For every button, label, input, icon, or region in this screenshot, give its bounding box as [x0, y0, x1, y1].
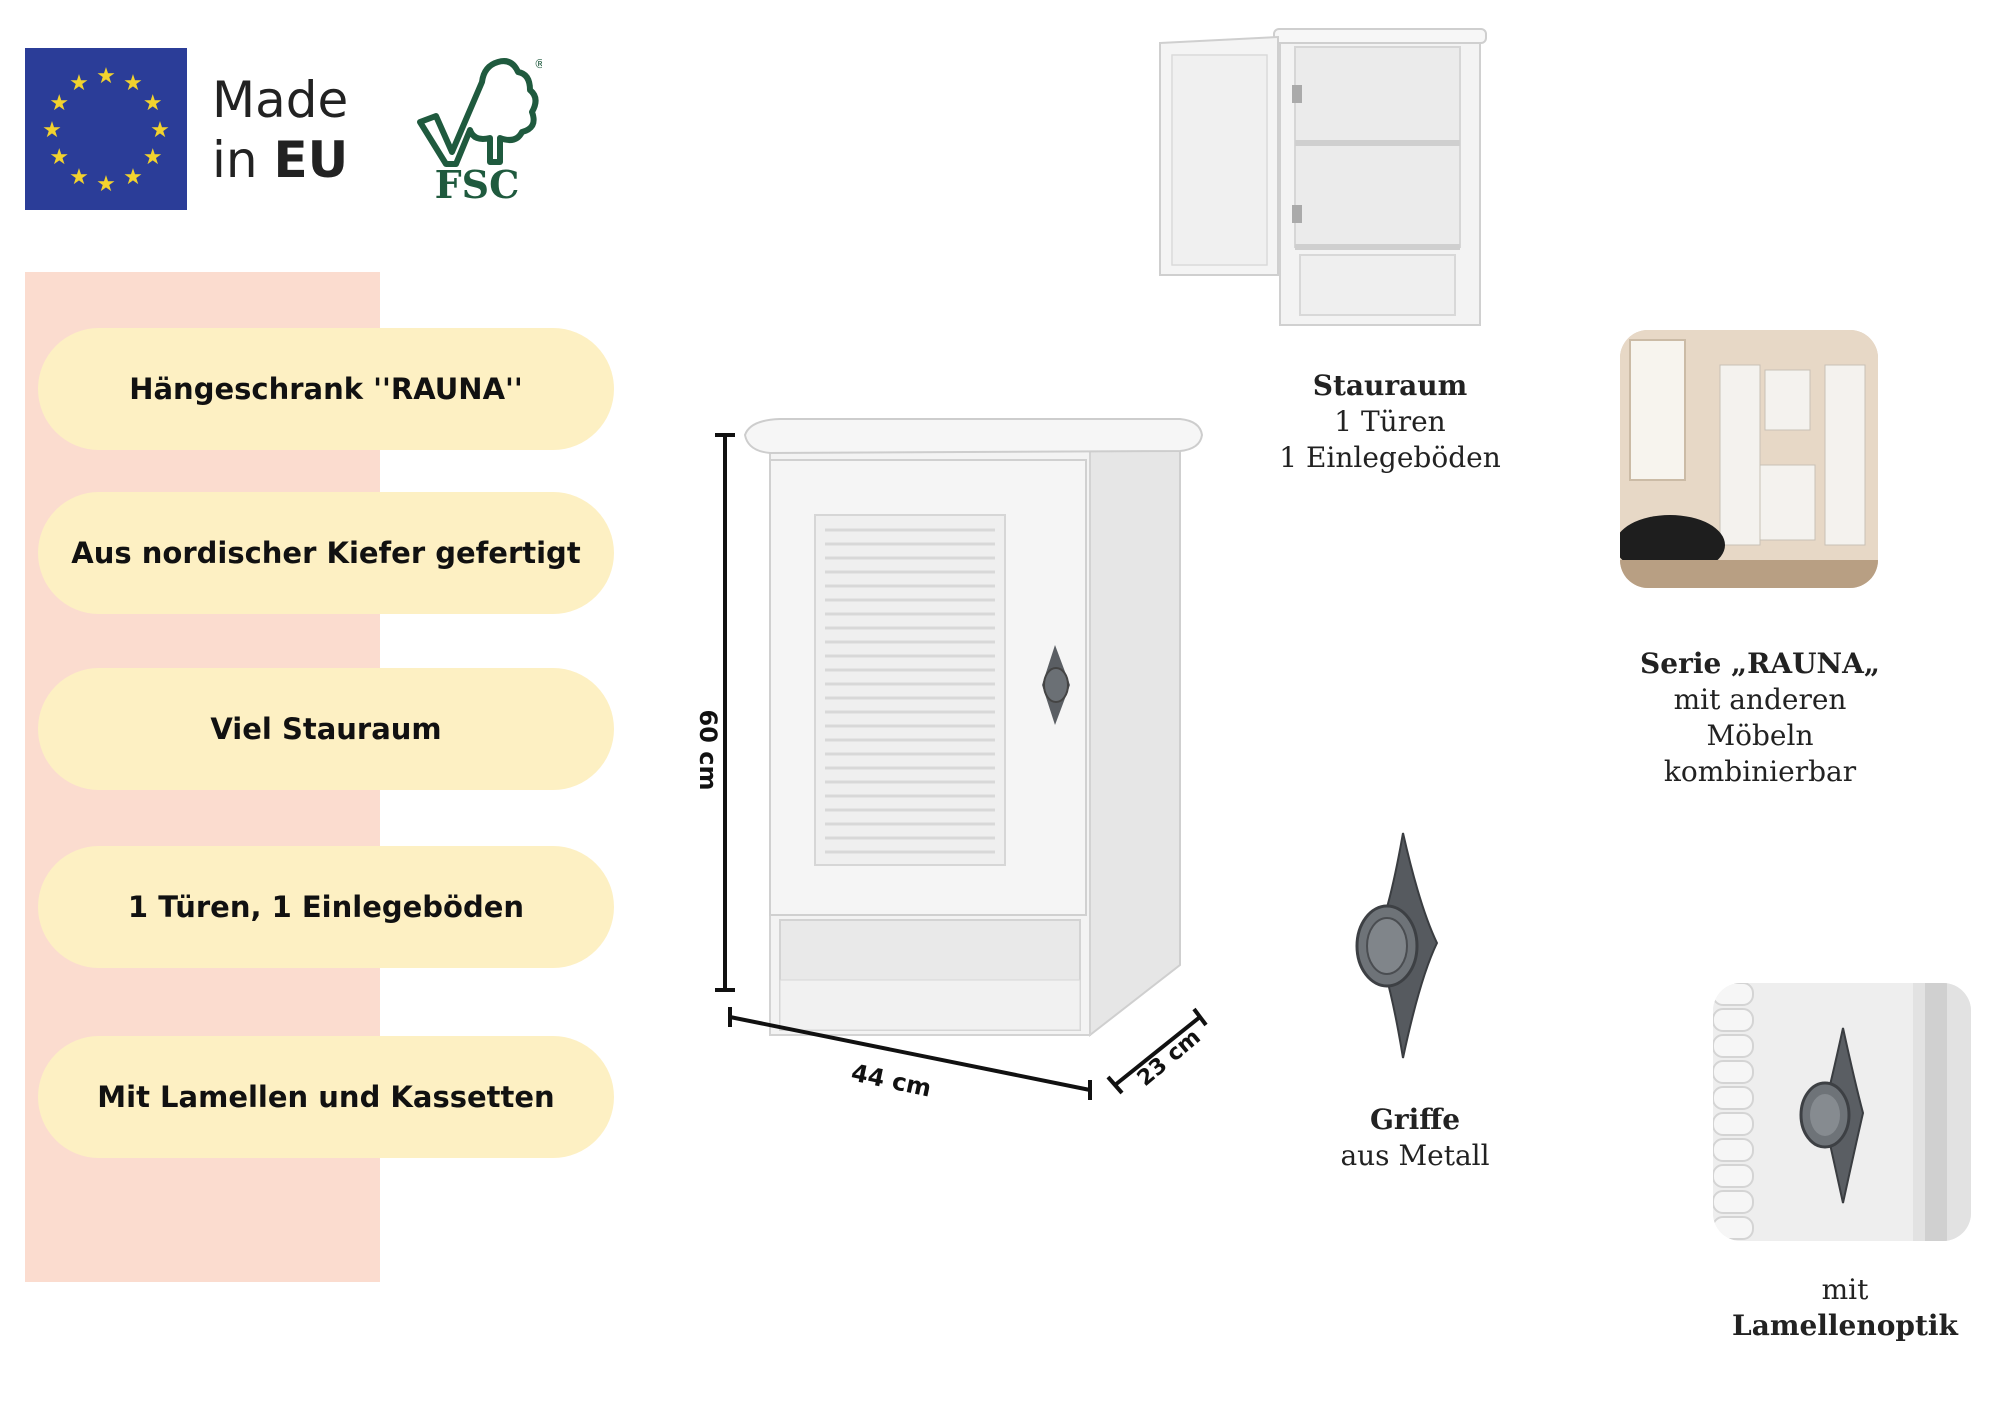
feature-pill-material: Aus nordischer Kiefer gefertigt — [38, 492, 614, 614]
cabinet-illustration: 60 cm 44 cm 23 cm — [694, 418, 1208, 1103]
louver-ridge — [1713, 1008, 1754, 1032]
dimension-depth: 23 cm — [1133, 1025, 1206, 1092]
louver-ridge — [1713, 1190, 1754, 1214]
louver-ridge — [1713, 1216, 1754, 1240]
open-cabinet-image — [1159, 28, 1487, 326]
fsc-registered-mark: ® — [534, 57, 542, 71]
eu-star-icon: ★ — [123, 71, 143, 96]
louver-ridge — [1713, 1086, 1754, 1110]
fsc-tree-icon: ® FSC — [412, 52, 546, 207]
door-handle-icon — [1042, 645, 1070, 725]
eu-star-icon: ★ — [143, 145, 163, 170]
louver-ridge — [1713, 1034, 1754, 1058]
storage-caption-title: Stauraum — [1312, 369, 1468, 402]
metal-handle-image — [1355, 832, 1439, 1059]
louver-closeup-photo — [1713, 983, 1971, 1241]
feature-pill-title: Hängeschrank ''RAUNA'' — [38, 328, 614, 450]
eu-star-icon: ★ — [69, 71, 89, 96]
series-caption-title: Serie „RAUNA„ — [1640, 647, 1880, 680]
eu-star-icon: ★ — [123, 165, 143, 190]
feature-pill-louvers: Mit Lamellen und Kassetten — [38, 1036, 614, 1158]
feature-pill-doors-shelves: 1 Türen, 1 Einlegeböden — [38, 846, 614, 968]
storage-caption: Stauraum 1 Türen 1 Einlegeböden — [1240, 368, 1540, 476]
eu-star-icon: ★ — [143, 91, 163, 116]
handle-caption-title: Griffe — [1369, 1103, 1461, 1136]
made-in-line2-prefix: in — [212, 131, 274, 189]
louver-caption-line1: mit — [1821, 1273, 1869, 1306]
louver-ridge — [1713, 1138, 1754, 1162]
series-room-photo — [1620, 330, 1878, 588]
eu-star-icon: ★ — [42, 118, 62, 143]
storage-caption-line2: 1 Einlegeböden — [1279, 441, 1501, 474]
dimension-height: 60 cm — [694, 710, 722, 791]
eu-star-icon: ★ — [49, 91, 69, 116]
series-caption: Serie „RAUNA„ mit anderen Möbeln kombini… — [1590, 646, 1930, 790]
series-caption-line2: Möbeln — [1706, 719, 1814, 752]
louver-ridge — [1713, 1164, 1754, 1188]
handle-caption: Griffe aus Metall — [1270, 1102, 1560, 1174]
series-caption-line3: kombinierbar — [1663, 755, 1857, 788]
eu-star-icon: ★ — [150, 118, 170, 143]
louver-caption-title: Lamellenoptik — [1732, 1309, 1958, 1342]
made-in-line2-bold: EU — [273, 131, 349, 189]
handle-caption-line1: aus Metall — [1340, 1139, 1490, 1172]
eu-star-icon: ★ — [49, 145, 69, 170]
eu-flag-icon: ★★★★★★★★★★★★ — [25, 48, 187, 210]
louver-ridge — [1713, 983, 1754, 1006]
eu-star-icon: ★ — [96, 172, 116, 197]
made-in-line1: Made — [212, 71, 349, 129]
fsc-label: FSC — [435, 162, 520, 202]
louver-ridge — [1713, 1112, 1754, 1136]
dimension-width: 44 cm — [849, 1058, 934, 1102]
feature-pill-storage: Viel Stauraum — [38, 668, 614, 790]
storage-caption-line1: 1 Türen — [1334, 405, 1446, 438]
made-in-eu-label: Made in EU — [212, 70, 348, 190]
eu-star-icon: ★ — [96, 64, 116, 89]
series-caption-line1: mit anderen — [1673, 683, 1847, 716]
louver-caption: mit Lamellenoptik — [1700, 1272, 1990, 1344]
eu-star-icon: ★ — [69, 165, 89, 190]
louver-ridge — [1713, 1060, 1754, 1084]
